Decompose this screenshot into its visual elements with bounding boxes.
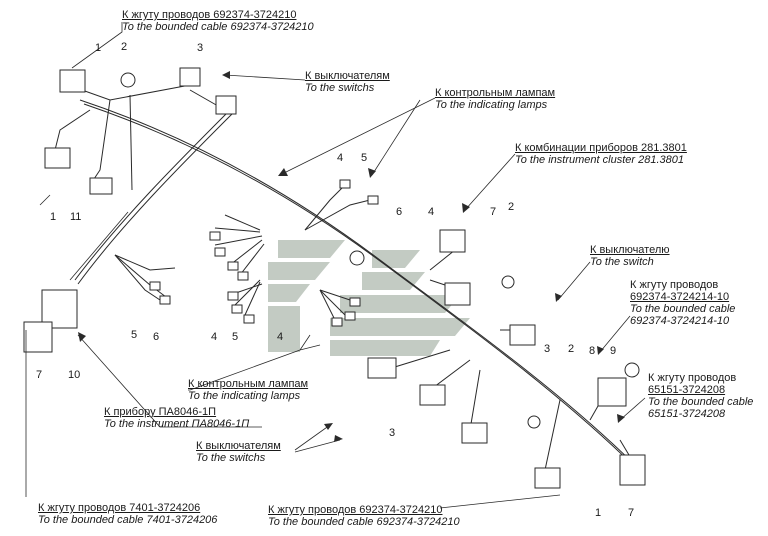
label-cable-65151: К жгуту проводов 65151-3724208 To the bo… bbox=[648, 372, 753, 420]
part-number: 6 bbox=[153, 331, 160, 343]
label-en-2: 65151-3724208 bbox=[648, 408, 726, 420]
label-en: To the switchs bbox=[305, 82, 375, 94]
part-number: 4 bbox=[211, 331, 218, 343]
connector-3-right bbox=[509, 324, 536, 346]
connector-7-left bbox=[23, 321, 53, 353]
label-ru: К жгуту проводов 7401-3724206 bbox=[38, 502, 201, 514]
grommet-2-right bbox=[527, 415, 541, 429]
part-number: 7 bbox=[36, 369, 43, 381]
connector-3-group-b bbox=[419, 384, 446, 406]
label-ru-2: 65151-3724208 bbox=[648, 384, 726, 396]
part-number: 4 bbox=[337, 152, 344, 164]
connector-8 bbox=[597, 377, 627, 407]
label-en: To the indicating lamps bbox=[188, 390, 301, 402]
label-en: To the bounded cable bbox=[630, 303, 736, 315]
label-cable-10: К жгуту проводов 692374-3724214-10 To th… bbox=[630, 279, 735, 327]
label-en: To the indicating lamps bbox=[435, 99, 548, 111]
label-en: To the bounded cable 7401-3724206 bbox=[38, 514, 218, 526]
label-ru: К выключателю bbox=[590, 244, 670, 256]
label-switches-bottom: К выключателям To the switchs bbox=[196, 440, 281, 464]
connector-7-mid bbox=[439, 229, 466, 253]
part-number: 5 bbox=[361, 152, 368, 164]
connector-3-top-b bbox=[215, 95, 237, 115]
label-ru: К выключателям bbox=[305, 70, 390, 82]
part-number: 5 bbox=[131, 329, 138, 341]
part-number: 6 bbox=[396, 206, 403, 218]
label-en: To the bounded cable 692374-3724210 bbox=[122, 21, 314, 33]
label-en: To the instrument ПА8046-1П bbox=[104, 418, 250, 430]
label-ru: К жгуту проводов 692374-3724210 bbox=[268, 504, 443, 516]
part-number: 1 bbox=[595, 507, 602, 519]
label-en: To the switchs bbox=[196, 452, 266, 464]
label-switch-single: К выключателю To the switch bbox=[590, 244, 670, 268]
part-number: 4 bbox=[277, 331, 284, 343]
label-lamps-top: К контрольным лампам To the indicating l… bbox=[435, 87, 555, 111]
connector-1-top bbox=[59, 69, 86, 93]
connector-mid-2 bbox=[444, 282, 471, 306]
arrowheads bbox=[78, 71, 625, 442]
label-ru: К жгуту проводов bbox=[648, 372, 737, 384]
part-number: 7 bbox=[490, 206, 497, 218]
part-number: 10 bbox=[68, 369, 81, 381]
part-number: 8 bbox=[589, 345, 596, 357]
part-number: 5 bbox=[232, 331, 239, 343]
grommet-2-mid bbox=[501, 275, 515, 289]
label-ru-2: 692374-3724214-10 bbox=[630, 291, 730, 303]
connector-1-left bbox=[44, 147, 71, 169]
connector-7-bottom bbox=[619, 454, 646, 486]
label-ru: К прибору ПА8046-1П bbox=[104, 406, 217, 418]
harness-wires bbox=[54, 84, 643, 475]
label-cluster: К комбинации приборов 281.3801 To the in… bbox=[515, 142, 687, 166]
label-ru: К контрольным лампам bbox=[435, 87, 556, 99]
part-number: 11 bbox=[70, 211, 82, 223]
label-en: To the instrument cluster 281.3801 bbox=[515, 154, 684, 166]
label-ru: К контрольным лампам bbox=[188, 378, 309, 390]
part-number: 3 bbox=[544, 343, 551, 355]
part-number: 4 bbox=[428, 206, 435, 218]
part-number: 1 bbox=[95, 42, 102, 54]
watermark-logo bbox=[268, 240, 470, 356]
label-instrument: К прибору ПА8046-1П To the instrument ПА… bbox=[104, 406, 249, 430]
part-number: 2 bbox=[121, 41, 128, 53]
label-en: To the bounded cable 692374-3724210 bbox=[268, 516, 460, 528]
label-en-2: 692374-3724214-10 bbox=[630, 315, 730, 327]
label-lamps-bottom: К контрольным лампам To the indicating l… bbox=[188, 378, 308, 402]
part-number: 3 bbox=[389, 427, 396, 439]
part-number: 3 bbox=[197, 42, 204, 54]
connectors bbox=[23, 67, 646, 489]
label-bottom-cable: К жгуту проводов 692374-3724210 To the b… bbox=[268, 504, 460, 528]
connector-3-top bbox=[179, 67, 201, 87]
label-cable-7401: К жгуту проводов 7401-3724206 To the bou… bbox=[38, 502, 217, 526]
label-en: To the bounded cable bbox=[648, 396, 754, 408]
part-number: 7 bbox=[628, 507, 635, 519]
label-ru: К комбинации приборов 281.3801 bbox=[515, 142, 687, 154]
connector-11 bbox=[89, 177, 113, 195]
grommet-6 bbox=[349, 250, 365, 266]
part-number: 2 bbox=[508, 201, 515, 213]
label-ru: К жгуту проводов 692374-3724210 bbox=[122, 9, 297, 21]
connector-3-group-a bbox=[367, 357, 397, 379]
leader-lines bbox=[25, 22, 646, 509]
label-ru: К выключателям bbox=[196, 440, 281, 452]
part-number: 2 bbox=[568, 343, 575, 355]
connector-3-group-c bbox=[461, 422, 488, 444]
connector-1-bottom bbox=[534, 467, 561, 489]
grommet-9 bbox=[624, 362, 640, 378]
part-number: 1 bbox=[50, 211, 57, 223]
grommet-2-top bbox=[120, 72, 136, 88]
label-ru: К жгуту проводов bbox=[630, 279, 719, 291]
label-switches-top: К выключателям To the switchs bbox=[305, 70, 390, 94]
label-en: To the switch bbox=[590, 256, 654, 268]
part-number: 9 bbox=[610, 345, 617, 357]
label-top-cable: К жгуту проводов 692374-3724210 To the b… bbox=[122, 9, 314, 33]
